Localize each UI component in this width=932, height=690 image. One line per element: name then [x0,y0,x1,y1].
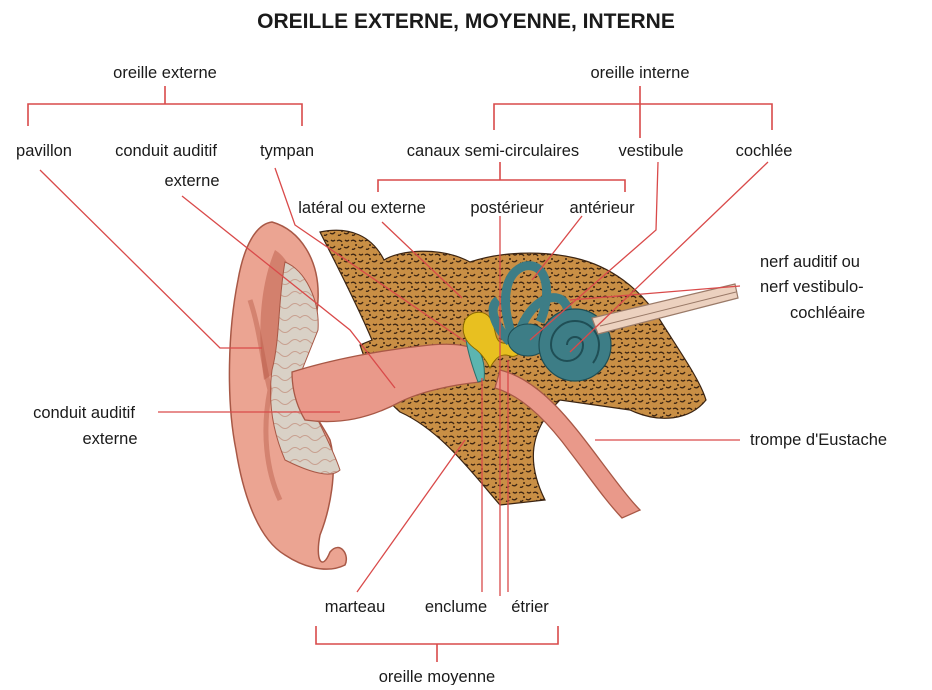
bracket-canaux [378,162,625,192]
label-nerf-2: nerf vestibulo- [760,278,864,296]
diagram-title: OREILLE EXTERNE, MOYENNE, INTERNE [257,10,675,33]
label-cochlee: cochlée [736,142,793,160]
label-trompe: trompe d'Eustache [750,431,887,449]
label-vestibule: vestibule [618,142,683,160]
bracket-oreille-moyenne [316,626,558,662]
label-tympan: tympan [260,142,314,160]
bracket-oreille-interne [494,86,772,138]
label-pavillon: pavillon [16,142,72,160]
label-conduit-auditif-top: conduit auditif [115,142,217,160]
label-oreille-interne: oreille interne [590,64,689,82]
label-conduit-auditif-left: conduit auditif [33,404,135,422]
label-nerf-3: cochléaire [790,304,865,322]
label-canaux-semi-circulaires: canaux semi-circulaires [407,142,579,160]
label-enclume: enclume [425,598,487,616]
label-etrier: étrier [511,598,549,616]
bracket-oreille-externe [28,86,302,126]
ear-illustration [229,222,738,569]
label-conduit-auditif-left-2: externe [82,430,137,448]
label-lateral: latéral ou externe [298,199,426,217]
label-posterieur: postérieur [470,199,544,217]
label-conduit-auditif-top-2: externe [164,172,219,190]
label-anterieur: antérieur [569,199,635,217]
label-oreille-externe: oreille externe [113,64,217,82]
label-oreille-moyenne: oreille moyenne [379,668,495,685]
label-marteau: marteau [325,598,386,616]
label-nerf-1: nerf auditif ou [760,253,860,271]
